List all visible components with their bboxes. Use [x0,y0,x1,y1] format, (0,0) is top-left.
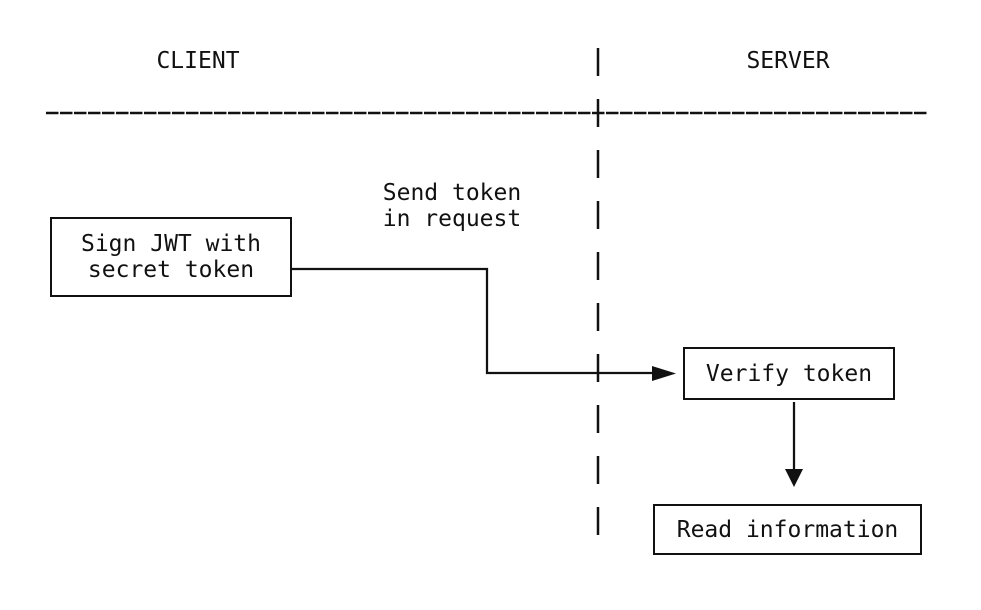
lane-label-server: SERVER [746,48,830,74]
edge-sign-to-verify-arrowhead [652,366,676,381]
edge-label-send-token: Send token in request [382,180,522,232]
node-sign-jwt: Sign JWT with secret token [50,217,292,297]
edge-verify-to-read-arrowhead [785,469,803,487]
node-read-information: Read information [653,504,922,555]
lane-label-client: CLIENT [156,48,240,74]
edge-sign-to-verify-path [291,267,652,375]
node-verify-token: Verify token [683,347,895,400]
